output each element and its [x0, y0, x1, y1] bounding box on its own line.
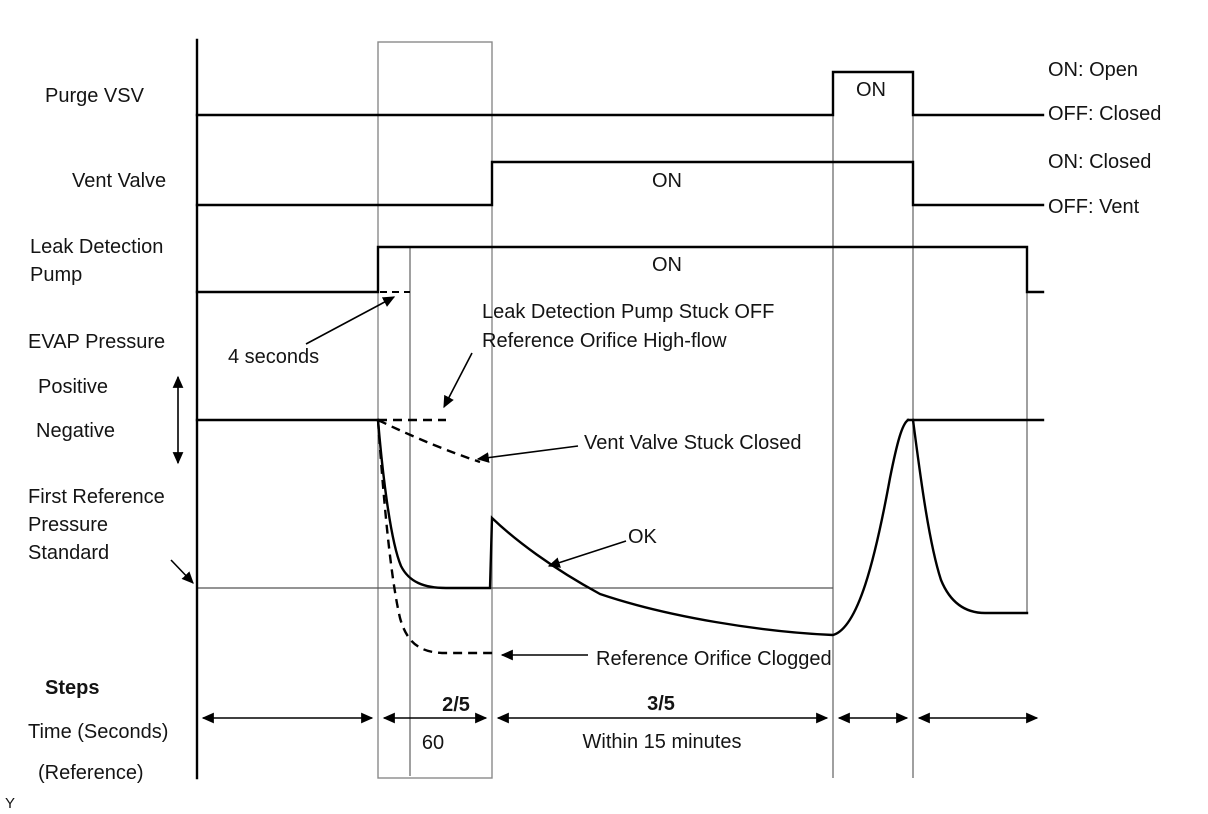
orifice-clogged-text: Reference Orifice Clogged [596, 648, 832, 670]
pump-stuck-off-arrow [443, 352, 473, 409]
first-reference-label-line1: First Reference [28, 486, 165, 508]
evap-pressure-label: EVAP Pressure [28, 331, 165, 353]
ok-text: OK [628, 526, 658, 548]
step-3-5-label: 3/5 [647, 693, 675, 715]
vent-valve-label: Vent Valve [72, 170, 166, 192]
time-seconds-label: Time (Seconds) [28, 721, 168, 743]
pump-on-text: ON [652, 254, 682, 276]
ok-arrow [547, 540, 627, 568]
pump-stuck-off-text: Leak Detection Pump Stuck OFF [482, 301, 774, 323]
leak-pump-waveform [195, 245, 1045, 294]
purge-vsv-waveform [195, 70, 1045, 117]
vent-stuck-closed-text: Vent Valve Stuck Closed [584, 432, 802, 454]
within-15-minutes-label: Within 15 minutes [583, 731, 742, 753]
legend-vent-on: ON: Closed [1048, 151, 1151, 173]
first-reference-label-line2: Pressure [28, 514, 108, 536]
orifice-clogged-trace [376, 419, 494, 655]
vent-valve-waveform [195, 160, 1045, 207]
vent-stuck-closed-arrow [476, 445, 579, 463]
step-2-5-label: 2/5 [442, 694, 470, 716]
four-seconds-text: 4 seconds [228, 346, 319, 368]
leak-pump-label-line2: Pump [30, 264, 82, 286]
first-reference-arrow [170, 559, 194, 584]
leak-pump-label-line1: Leak Detection [30, 236, 163, 258]
legend-vent-off: OFF: Vent [1048, 196, 1140, 218]
corner-y-label: Y [5, 795, 15, 812]
negative-label: Negative [36, 420, 115, 442]
positive-label: Positive [38, 376, 108, 398]
four-seconds-arrow [305, 296, 396, 345]
legend-purge-off: OFF: Closed [1048, 103, 1161, 125]
orifice-high-flow-text: Reference Orifice High-flow [482, 330, 727, 352]
evap-pressure-ok-curve [376, 418, 910, 637]
reference-label: (Reference) [38, 762, 144, 784]
purge-on-text: ON [856, 79, 886, 101]
sixty-seconds-label: 60 [422, 732, 444, 754]
evap-second-reference-curve [911, 418, 1029, 615]
vent-stuck-closed-trace [377, 418, 481, 464]
step2-highlight-box [377, 41, 493, 779]
purge-vsv-label: Purge VSV [45, 85, 145, 107]
steps-label: Steps [45, 677, 99, 699]
vent-on-text: ON [652, 170, 682, 192]
legend-purge-on: ON: Open [1048, 59, 1138, 81]
first-reference-label-line3: Standard [28, 542, 109, 564]
